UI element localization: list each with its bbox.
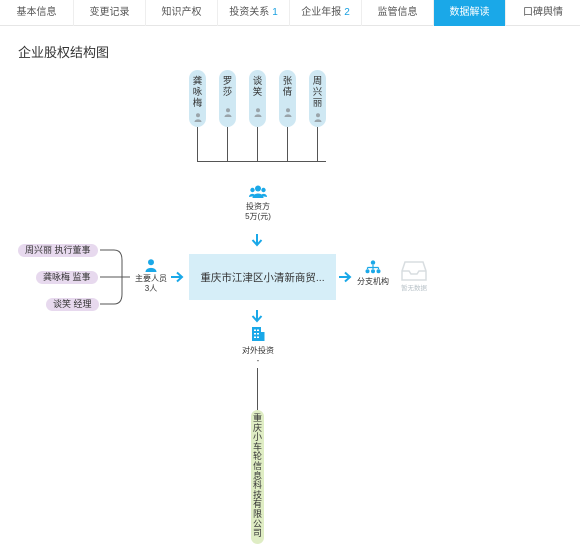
shareholder-node[interactable]: 周兴丽 [309, 70, 326, 127]
tab-data-interpretation[interactable]: 数据解读 [434, 0, 506, 26]
arrow-right-icon [170, 270, 184, 284]
connector-line [227, 127, 228, 162]
arrow-right-icon [338, 270, 352, 284]
key-personnel-node[interactable]: 主要人员 3人 [132, 259, 170, 294]
shareholder-name: 谈笑 [252, 76, 263, 98]
arrow-down-icon [250, 233, 264, 247]
tab-count: 1 [272, 7, 278, 18]
person-icon [224, 104, 232, 122]
tab-reputation[interactable]: 口碑舆情 [506, 0, 580, 26]
shareholder-name: 张倩 [282, 76, 293, 98]
org-chart-icon [354, 260, 392, 274]
tab-label: 企业年报 [301, 7, 342, 18]
building-icon [236, 326, 280, 342]
shareholder-name: 罗莎 [222, 76, 233, 98]
shareholder-node[interactable]: 谈笑 [249, 70, 266, 127]
person-icon [284, 104, 292, 122]
tab-change-records[interactable]: 变更记录 [74, 0, 146, 26]
investors-amount: 5万(元) [245, 212, 271, 221]
investors-label: 投资方 [246, 202, 270, 211]
shareholder-node[interactable]: 罗莎 [219, 70, 236, 127]
investors-node[interactable]: 投资方 5万(元) [236, 185, 280, 222]
person-icon [314, 109, 322, 127]
connector-line [317, 127, 318, 162]
tab-label: 知识产权 [161, 7, 202, 18]
tab-label: 数据解读 [449, 7, 490, 18]
tab-count: 2 [344, 7, 350, 18]
shareholder-node[interactable]: 龚咏梅 [189, 70, 206, 127]
executive-pill[interactable]: 龚咏梅 监事 [36, 271, 98, 284]
outward-investment-value: - [256, 356, 260, 365]
page-title: 企业股权结构图 [18, 45, 110, 60]
key-personnel-label: 主要人员 [135, 274, 167, 283]
branch-label: 分支机构 [357, 277, 389, 286]
shareholder-node[interactable]: 张倩 [279, 70, 296, 127]
connector-line [257, 127, 258, 162]
group-icon [236, 185, 280, 199]
executive-pill[interactable]: 谈笑 经理 [46, 298, 99, 311]
connector-line [287, 127, 288, 162]
shareholder-name: 龚咏梅 [192, 76, 203, 109]
tab-label: 变更记录 [89, 7, 130, 18]
inbox-icon [396, 260, 432, 282]
executives-bracket [100, 249, 130, 305]
person-icon [194, 109, 202, 127]
arrow-down-icon [250, 309, 264, 323]
outward-investment-label: 对外投资 [242, 346, 274, 355]
company-name: 重庆市江津区小清新商贸... [200, 271, 325, 284]
tab-label: 投资关系 [229, 7, 270, 18]
empty-text: 暂无数据 [401, 285, 427, 292]
tab-basic-info[interactable]: 基本信息 [0, 0, 74, 26]
key-personnel-count: 3人 [144, 284, 158, 293]
tab-label: 监管信息 [377, 7, 418, 18]
tab-label: 口碑舆情 [523, 7, 563, 18]
tab-regulatory-info[interactable]: 监管信息 [362, 0, 434, 26]
connector-line [257, 368, 258, 410]
shareholder-name: 周兴丽 [312, 76, 323, 109]
subsidiary-node[interactable]: 重庆小车轮信息科技有限公司 [251, 410, 264, 544]
person-icon [254, 104, 262, 122]
tab-intellectual-property[interactable]: 知识产权 [146, 0, 218, 26]
connector-line [197, 161, 326, 162]
outward-investment-node[interactable]: 对外投资 - [236, 326, 280, 366]
subsidiary-name: 重庆小车轮信息科技有限公司 [252, 413, 262, 539]
tab-label: 基本信息 [16, 7, 57, 18]
connector-line [197, 127, 198, 162]
branch-node[interactable]: 分支机构 [354, 260, 392, 287]
executive-pill[interactable]: 周兴丽 执行董事 [18, 244, 98, 257]
empty-state: 暂无数据 [396, 260, 432, 292]
company-node[interactable]: 重庆市江津区小清新商贸... [189, 254, 336, 300]
person-icon [132, 259, 170, 272]
